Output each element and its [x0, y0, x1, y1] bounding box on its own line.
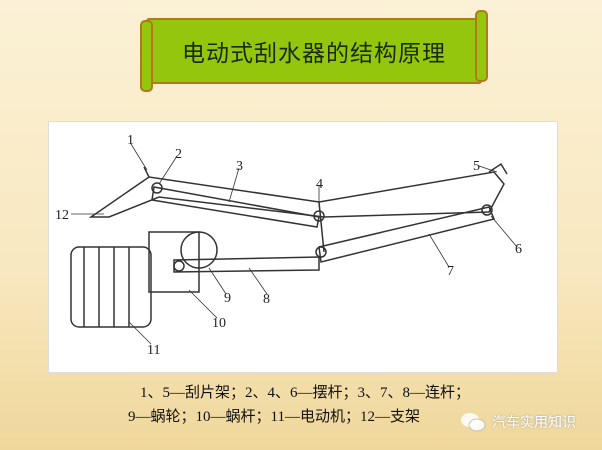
label-3: 3: [236, 159, 243, 174]
wechat-icon: [461, 413, 486, 432]
label-2: 2: [175, 147, 182, 162]
legend-line-2: 9—蜗轮；10—蜗杆；11—电动机；12—支架: [128, 409, 420, 425]
wiper-linkage-drawing: 1 2 3 4 5 6 7 8 9 10 11 12: [55, 133, 522, 358]
label-1: 1: [127, 133, 134, 148]
label-7: 7: [447, 264, 454, 279]
scroll-roll-right: [475, 10, 488, 82]
link-rod-8: [173, 256, 320, 273]
swing-arm-4: [318, 201, 325, 253]
label-4: 4: [316, 177, 323, 192]
label-9: 9: [224, 291, 231, 306]
wiper-structure-diagram: 1 2 3 4 5 6 7 8 9 10 11 12: [48, 121, 558, 373]
title-banner: 电动式刮水器的结构原理: [140, 10, 488, 92]
label-6: 6: [515, 242, 522, 257]
wiper-holder-1: [143, 166, 150, 178]
wiper-holder-5: [488, 162, 508, 175]
label-5: 5: [473, 159, 480, 174]
watermark-text: 汽车实用知识: [492, 415, 576, 431]
gearbox: [148, 231, 200, 293]
watermark: 汽车实用知识: [460, 411, 576, 433]
motor-11: [70, 246, 152, 328]
page-title: 电动式刮水器的结构原理: [182, 41, 446, 67]
legend-line-1: 1、5—刮片架；2、4、6—摆杆；3、7、8—连杆；: [140, 385, 471, 401]
link-rod-3: [151, 186, 320, 228]
label-12: 12: [55, 208, 69, 223]
label-8: 8: [263, 292, 270, 307]
label-11: 11: [147, 343, 160, 358]
label-10: 10: [212, 316, 226, 331]
scroll-roll-left: [140, 20, 153, 92]
bracket-frame: [88, 171, 505, 218]
